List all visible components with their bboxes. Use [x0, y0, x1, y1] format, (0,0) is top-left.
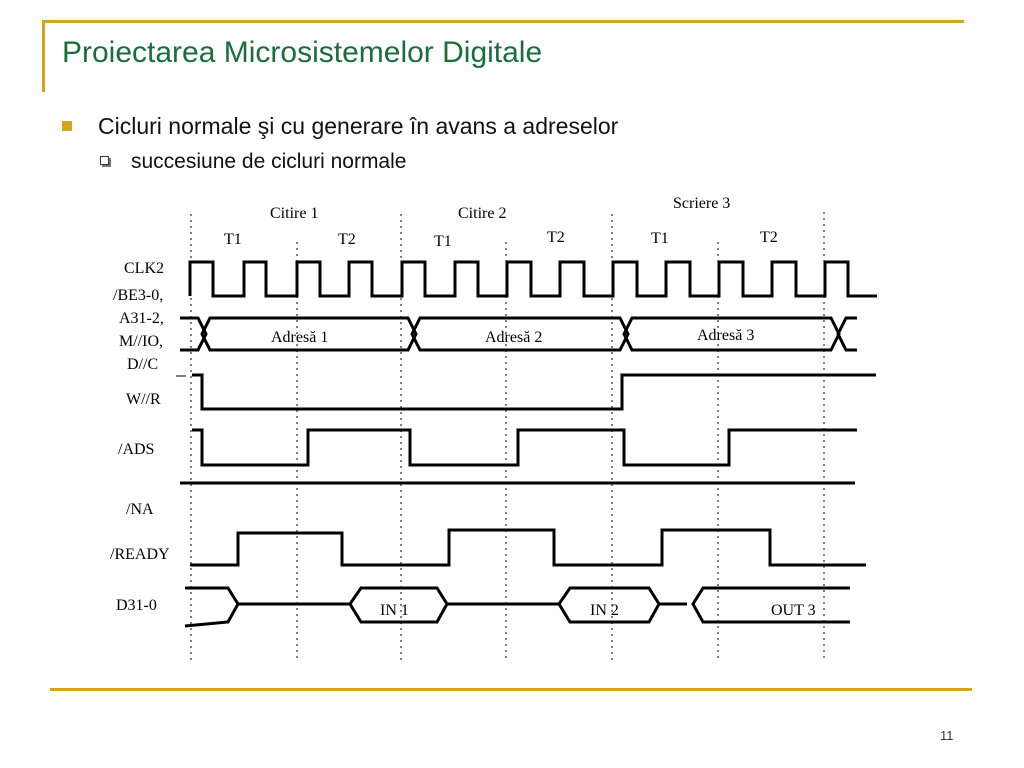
data-value-in-1: IN 1 — [380, 602, 409, 619]
signal-label-ready: /READY — [110, 546, 170, 563]
bullet-level-1: Cicluri normale şi cu generare în avans … — [62, 113, 618, 140]
bus-value-adresa-1: Adresă 1 — [271, 329, 328, 346]
ads-waveform — [192, 428, 857, 467]
bullet-level-2: succesiune de cicluri normale — [100, 150, 406, 174]
slide-title: Proiectarea Microsistemelor Digitale — [62, 36, 543, 69]
data-value-out-3: OUT 3 — [771, 602, 816, 619]
signal-label-d31-0: D31-0 — [116, 597, 157, 614]
cycle-label-scriere-3: Scriere 3 — [673, 195, 730, 212]
frame-top-rule — [42, 20, 964, 23]
state-label-t1: T1 — [224, 231, 242, 248]
state-label-t2: T2 — [547, 229, 565, 246]
cycle-label-citire-2: Citire 2 — [458, 205, 506, 222]
data-bus-edge-start — [184, 586, 240, 628]
bus-value-adresa-2: Adresă 2 — [485, 329, 542, 346]
signal-label-na: /NA — [126, 501, 154, 518]
data-segment-out-3 — [691, 586, 850, 624]
state-label-t2: T2 — [760, 229, 778, 246]
bus-segment-1 — [200, 316, 418, 352]
frame-left-rule — [42, 20, 45, 92]
state-label-t1: T1 — [651, 230, 669, 247]
square-bullet-icon — [62, 120, 72, 131]
data-bus-waveform — [184, 586, 850, 628]
footer-rule — [50, 688, 972, 691]
bus-value-adresa-3: Adresă 3 — [697, 327, 754, 344]
bullet-level-1-text: Cicluri normale şi cu generare în avans … — [98, 113, 619, 139]
ready-waveform — [190, 528, 866, 567]
data-value-in-2: IN 2 — [590, 602, 619, 619]
signal-label-dc: D//C — [127, 356, 158, 373]
signal-label-addr: A31-2, — [119, 310, 164, 327]
cycle-label-citire-1: Citire 1 — [270, 205, 318, 222]
clk2-waveform — [188, 260, 877, 298]
bus-edge-start — [180, 316, 208, 352]
address-bus-waveform — [180, 316, 857, 352]
signal-label-wr: W//R — [126, 391, 161, 408]
wr-waveform — [192, 373, 876, 411]
state-label-t1: T1 — [434, 233, 452, 250]
bus-edge-end — [836, 316, 857, 352]
state-label-t2: T2 — [338, 231, 356, 248]
bus-segment-2 — [410, 316, 630, 352]
signal-label-be: /BE3-0, — [113, 287, 163, 304]
bullet-level-2-text: succesiune de cicluri normale — [131, 150, 407, 173]
signal-label-clk2: CLK2 — [124, 260, 164, 277]
hollow-square-bullet-icon — [100, 155, 109, 165]
signal-label-ads: /ADS — [118, 441, 154, 458]
signal-label-mio: M//IO, — [119, 333, 163, 350]
page-number: 11 — [940, 728, 954, 743]
